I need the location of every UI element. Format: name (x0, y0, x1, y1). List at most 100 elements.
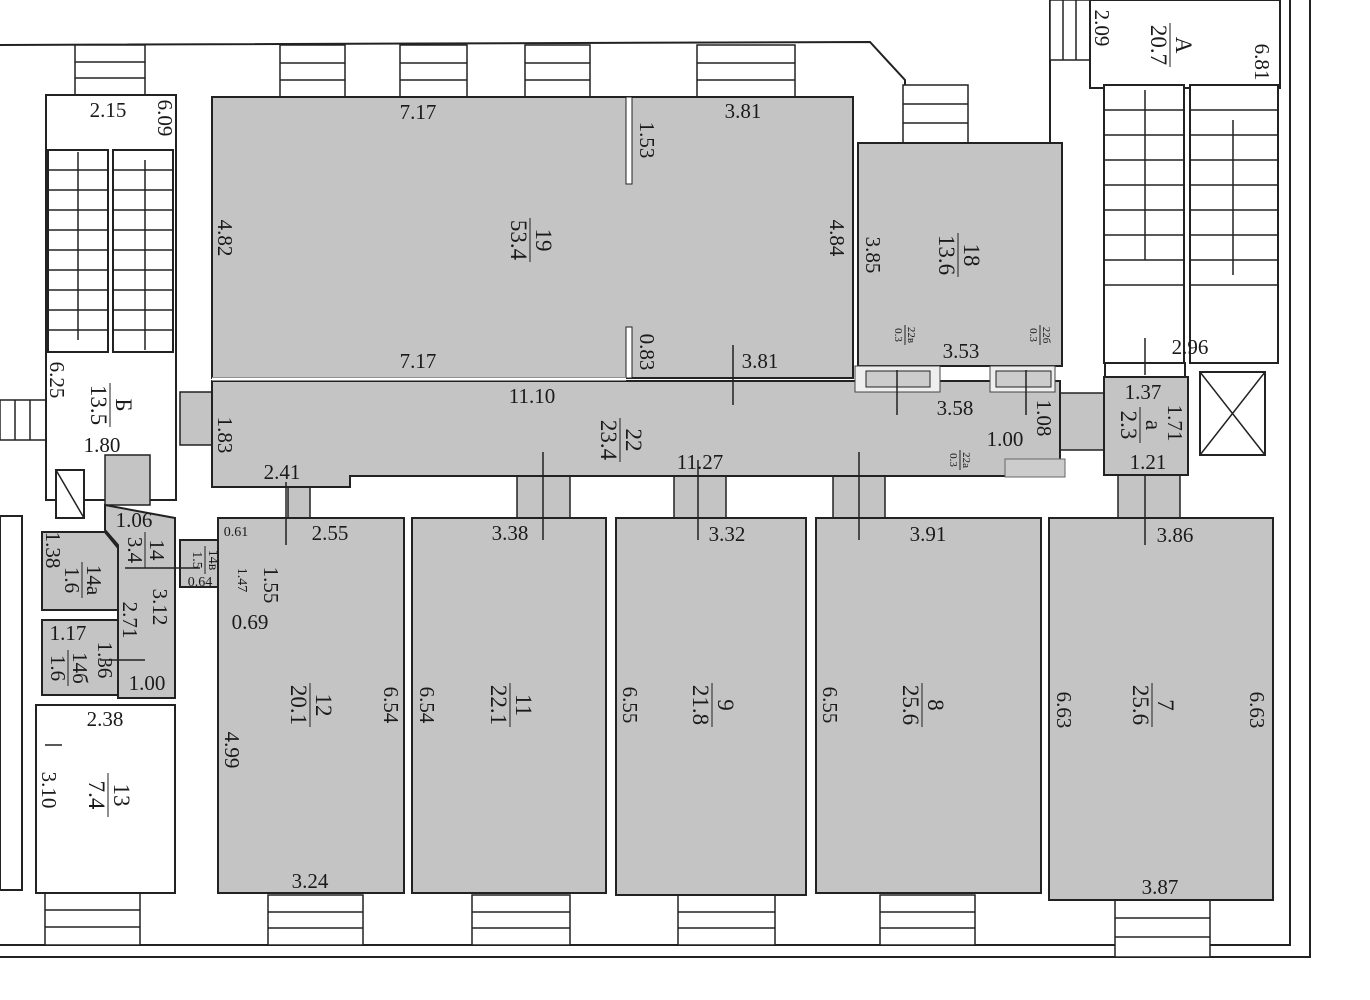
label-rooms-r14v-area: 1.5 (189, 551, 204, 569)
plan-shape (677, 894, 776, 946)
label-rooms-r11-dims-1: 6.54 (415, 687, 439, 724)
room-13 (35, 704, 176, 894)
room-14a (41, 531, 119, 611)
room-22 (211, 380, 1061, 488)
plan-shape (267, 894, 364, 946)
label-rooms-ra-area: 2.3 (1116, 411, 1141, 440)
room-14-label: 143.4 (123, 532, 169, 568)
label-rooms-r12-dims-2: 0.69 (232, 610, 269, 634)
label-rooms-r19-dims-5: 7.17 (400, 349, 437, 373)
label-rooms-r22b-area: 0.3 (1027, 328, 1039, 342)
room-18 (857, 142, 1063, 367)
label-rooms-r22a-area: 0.3 (947, 453, 959, 467)
outer-walls (0, 0, 1311, 958)
plan-shape (0, 515, 23, 891)
room-13-label: 137.4 (84, 773, 134, 817)
room-7 (1048, 517, 1274, 901)
label-rooms-r7-dims-3: 3.87 (1142, 875, 1179, 899)
label-rooms-A-dims-1: 6.81 (1250, 44, 1274, 81)
label-rooms-r14-dims-3: 1.00 (129, 671, 166, 695)
label-rooms-ra-dims-3: 2.96 (1172, 335, 1209, 359)
label-rooms-r14-area: 3.4 (123, 537, 147, 564)
label-rooms-r12-dims-0: 2.55 (312, 521, 349, 545)
label-rooms-r14-dims-2: 2.71 (118, 602, 142, 639)
label-rooms-r14-dims-0: 1.06 (116, 508, 153, 532)
room-8 (815, 517, 1042, 894)
label-rooms-r19-area: 53.4 (506, 220, 531, 261)
room-9-label: 921.8 (688, 683, 738, 727)
label-rooms-r12-dims-3: 6.54 (379, 687, 403, 724)
plan-line (55, 469, 85, 519)
plan-shape (902, 84, 969, 144)
stair-a-label: A20.7 (1146, 23, 1196, 67)
plan-shape (1004, 458, 1066, 478)
room-11 (411, 517, 607, 894)
plan-shape (44, 892, 141, 946)
label-rooms-B-dims-3: 1.80 (84, 433, 121, 457)
room-7-label: 725.6 (1128, 683, 1178, 727)
plan-shape (399, 44, 468, 98)
label-rooms-r22-dims-2: 2.41 (264, 460, 301, 484)
plan-shape (865, 370, 931, 388)
room-a (1103, 376, 1189, 476)
plan-shape (179, 391, 213, 446)
plan-shape (112, 149, 174, 353)
label-rooms-r9-area: 21.8 (688, 685, 713, 725)
label-rooms-r19-dims-2: 1.53 (635, 122, 659, 159)
label-rooms-r8-area: 25.6 (898, 685, 923, 725)
label-rooms-B-area: 13.5 (86, 385, 111, 425)
label-rooms-r14b-num: 14б (68, 652, 92, 684)
label-rooms-r18-area: 13.6 (934, 235, 959, 275)
plan-shape (1189, 84, 1279, 364)
plan-shape (625, 326, 633, 379)
label-rooms-A-num: A (1171, 37, 1196, 54)
label-rooms-ra-dims-2: 1.21 (1130, 450, 1167, 474)
plan-shape (1049, 0, 1091, 61)
plan-shape (1103, 84, 1185, 364)
plan-shape (279, 44, 346, 98)
label-rooms-r14v-dims-2: 1.47 (234, 568, 249, 593)
label-rooms-r14-dims-1: 3.12 (148, 589, 172, 626)
label-rooms-r14a-num: 14а (82, 565, 106, 596)
plan-shape (287, 486, 311, 519)
label-rooms-r18-dims-1: 3.53 (943, 339, 980, 363)
plan-shape (48, 152, 173, 350)
label-rooms-r22-dims-0: 11.10 (509, 384, 555, 408)
plan-shape (696, 44, 796, 98)
label-rooms-r22b-num: 22б (1040, 327, 1052, 344)
label-rooms-r12-dims-4: 4.99 (220, 732, 244, 769)
label-rooms-r13-dims-1: 3.10 (37, 772, 61, 809)
room-14b (41, 619, 119, 696)
label-rooms-r14a-area: 1.6 (60, 567, 84, 593)
label-rooms-r22-dims-3: 11.27 (677, 450, 723, 474)
label-rooms-r7-dims-1: 6.63 (1052, 692, 1076, 729)
label-rooms-r14-num: 14 (145, 540, 169, 562)
label-rooms-r19-dims-3: 4.82 (213, 220, 237, 257)
label-rooms-r11-dims-0: 3.38 (492, 521, 529, 545)
label-rooms-r13-area: 7.4 (84, 781, 109, 810)
label-rooms-r12-dims-5: 3.24 (292, 869, 329, 893)
plan-shape (1059, 392, 1106, 451)
stair-a (1089, 0, 1281, 456)
room-14 (104, 503, 176, 699)
plan-shape (879, 894, 976, 946)
label-rooms-r18-dims-0: 3.85 (861, 237, 885, 274)
label-rooms-B-dims-1: 6.09 (153, 100, 177, 137)
label-rooms-r22-dims-4: 3.58 (937, 396, 974, 420)
room-19 (211, 96, 854, 379)
room-12 (217, 517, 405, 894)
label-rooms-r11-area: 22.1 (486, 685, 511, 725)
room-a-label: а2.3 (1116, 407, 1166, 443)
label-rooms-r8-num: 8 (923, 699, 948, 711)
plan-shape (673, 475, 727, 519)
plan-shape (0, 399, 47, 441)
label-rooms-r19-num: 19 (531, 229, 556, 252)
room-9 (615, 517, 807, 896)
